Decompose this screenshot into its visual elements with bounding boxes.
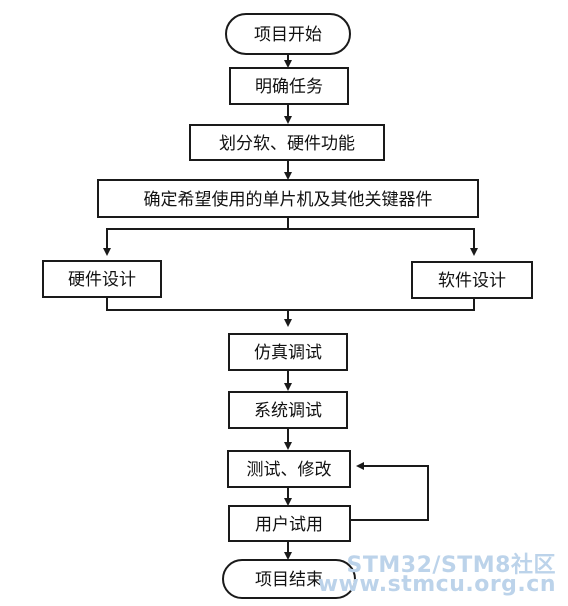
feedback-loop — [350, 462, 429, 521]
watermark-line1: STM32/STM8社区 — [346, 553, 556, 578]
step-simulation-debug — [228, 333, 348, 371]
end-node — [222, 559, 356, 599]
step-user-trial-label: 用户试用 — [255, 515, 323, 535]
end-label: 项目结束 — [255, 570, 323, 590]
step-test-modify-label: 测试、修改 — [247, 460, 332, 480]
step-define-task — [229, 67, 349, 105]
step-define-task-label: 明确任务 — [255, 77, 323, 97]
step-choose-mcu — [97, 179, 479, 218]
step-partition-functions-label: 划分软、硬件功能 — [219, 134, 355, 154]
branch-hardware-design-label: 硬件设计 — [68, 270, 136, 290]
step-system-debug-label: 系统调试 — [254, 401, 322, 421]
branch-software-design — [411, 261, 533, 299]
start-label: 项目开始 — [254, 25, 322, 45]
step-user-trial — [228, 505, 351, 542]
step-choose-mcu-label: 确定希望使用的单片机及其他关键器件 — [144, 189, 433, 210]
step-simulation-debug-label: 仿真调试 — [254, 343, 322, 363]
branch-software-design-label: 软件设计 — [438, 271, 506, 291]
branch-hardware-design — [42, 260, 162, 298]
watermark-line2: www.stmcu.org.cn — [317, 572, 556, 597]
